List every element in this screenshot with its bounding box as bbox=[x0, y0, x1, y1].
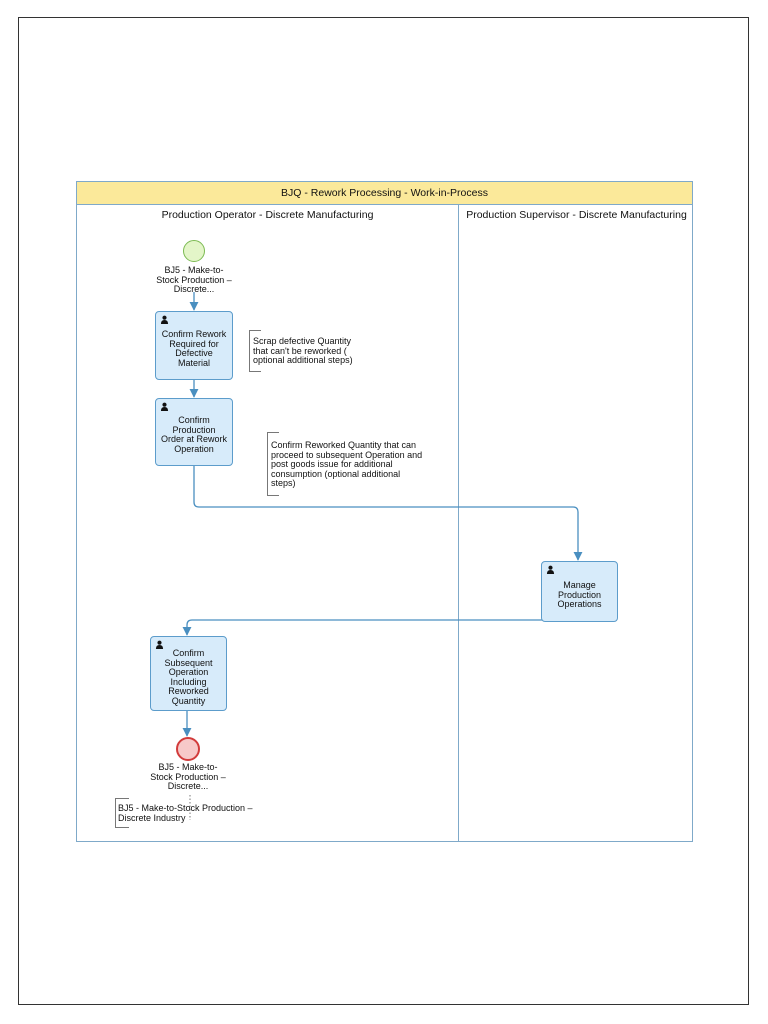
task-label: Confirm Subsequent Operation Including R… bbox=[164, 648, 213, 706]
pool-title: BJQ - Rework Processing - Work-in-Proces… bbox=[77, 182, 692, 205]
lane-title-production-operator: Production Operator - Discrete Manufactu… bbox=[161, 209, 374, 221]
lane-divider bbox=[458, 205, 459, 841]
start-event[interactable] bbox=[183, 240, 205, 262]
annotation-bracket-reworked-quantity bbox=[267, 432, 279, 496]
task-confirm-production-order[interactable]: Confirm Production Order at Rework Opera… bbox=[155, 398, 233, 466]
user-icon bbox=[160, 315, 169, 324]
user-icon bbox=[155, 640, 164, 649]
process-pool: BJQ - Rework Processing - Work-in-Proces… bbox=[76, 181, 693, 842]
annotation-bracket-scrap bbox=[249, 330, 261, 372]
task-manage-production-operations[interactable]: Manage Production Operations bbox=[541, 561, 618, 622]
task-label: Manage Production Operations bbox=[557, 580, 602, 609]
page-frame bbox=[18, 17, 749, 1005]
task-confirm-rework[interactable]: Confirm Rework Required for Defective Ma… bbox=[155, 311, 233, 380]
task-label: Confirm Production Order at Rework Opera… bbox=[160, 415, 228, 454]
end-event[interactable] bbox=[176, 737, 200, 761]
task-label: Confirm Rework Required for Defective Ma… bbox=[161, 329, 227, 368]
annotation-bracket-bj5 bbox=[115, 798, 129, 828]
user-icon bbox=[160, 402, 169, 411]
user-icon bbox=[546, 565, 555, 574]
end-event-label: BJ5 - Make-to-Stock Production – Discret… bbox=[150, 762, 226, 791]
lane-title-production-supervisor: Production Supervisor - Discrete Manufac… bbox=[466, 209, 687, 221]
task-confirm-subsequent-operation[interactable]: Confirm Subsequent Operation Including R… bbox=[150, 636, 227, 711]
annotation-bj5: BJ5 - Make-to-Stock Production – Discret… bbox=[118, 803, 253, 823]
annotation-scrap: Scrap defective Quantity that can't be r… bbox=[253, 336, 353, 365]
start-event-label: BJ5 - Make-to-Stock Production – Discret… bbox=[156, 265, 232, 294]
annotation-reworked-quantity: Confirm Reworked Quantity that can proce… bbox=[271, 440, 423, 488]
